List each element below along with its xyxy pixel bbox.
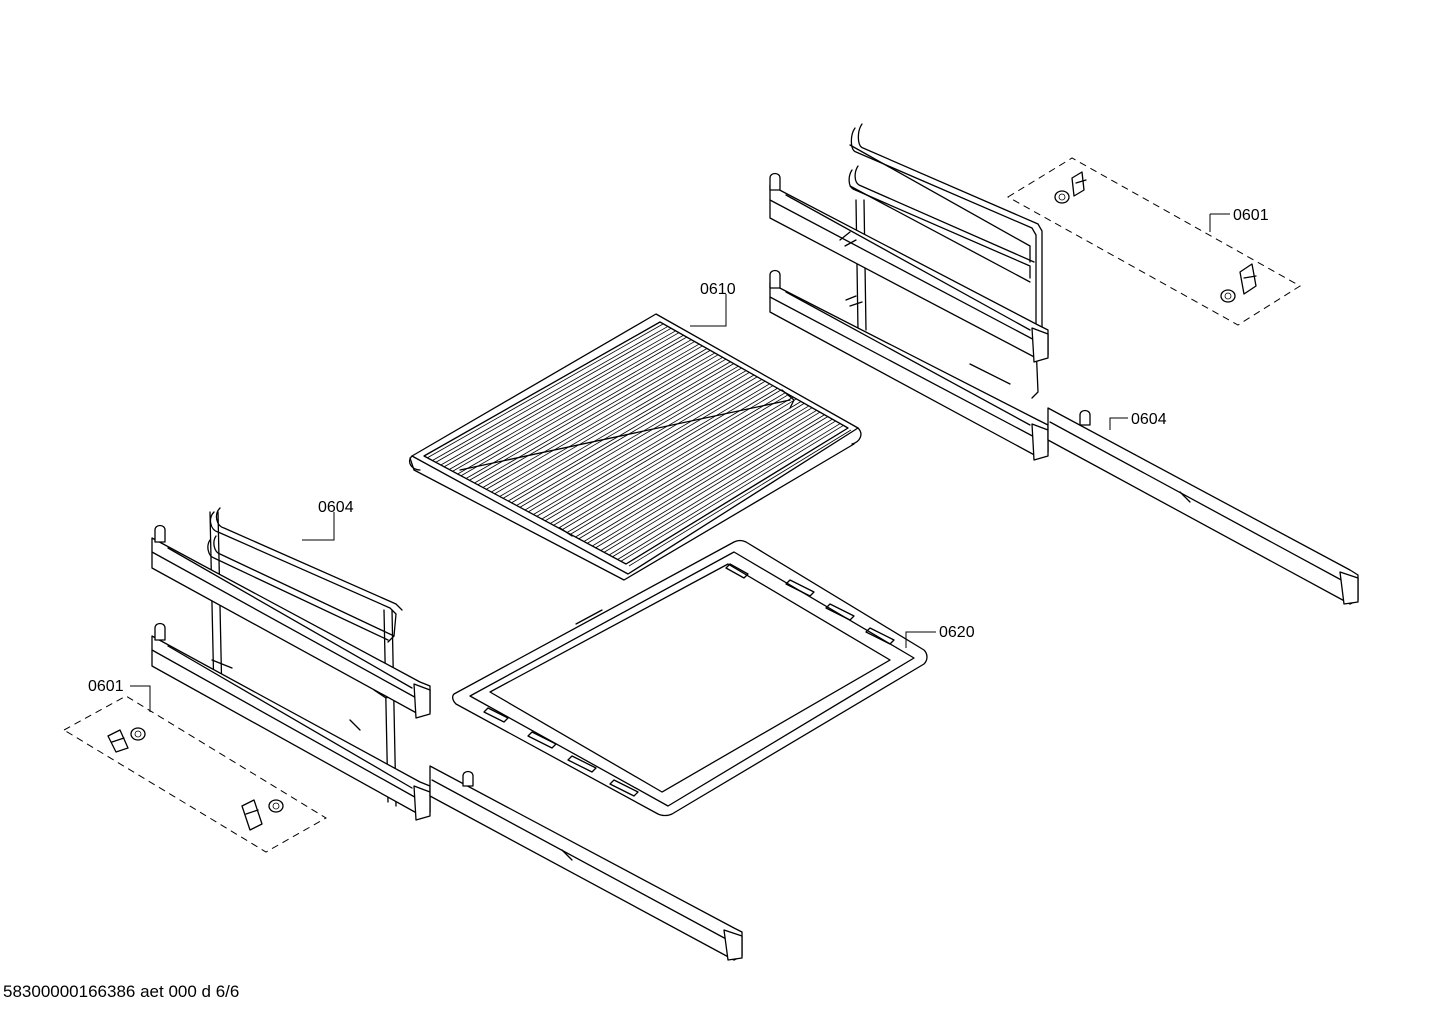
rack-bar <box>491 356 723 493</box>
tray-slot <box>483 707 509 723</box>
rack-bar-shadow <box>536 381 766 517</box>
right-wire-frame <box>848 123 1043 399</box>
rack-bar <box>583 405 810 542</box>
tray-slot <box>785 579 815 597</box>
right-shelf-support-assembly <box>769 123 1359 605</box>
rack-bar-shadow <box>519 372 750 508</box>
rack-bar-shadow <box>595 411 820 549</box>
tray-slots <box>483 563 895 797</box>
rack-bar-shadow <box>435 328 672 463</box>
left-clip-large <box>241 799 284 831</box>
right-clip-large <box>1220 263 1257 303</box>
rack-bar-shadow <box>494 358 726 495</box>
rack-bar <box>575 401 802 538</box>
rack-bar <box>524 374 755 511</box>
callouts: 0601 0604 0610 0604 0620 0601 <box>88 207 1269 712</box>
rack-bar-shadow <box>611 420 836 558</box>
rack-bar <box>600 414 825 551</box>
rack-bar-shadow <box>578 403 805 540</box>
label-right-clip-set: 0601 <box>1233 207 1269 224</box>
tray-slot <box>609 779 639 797</box>
left-upper-rail <box>151 524 431 719</box>
rack-bar <box>507 365 739 502</box>
rack-bar <box>482 352 716 488</box>
rack-bar-shadow <box>544 385 773 522</box>
tray-slot <box>865 627 895 645</box>
rack-bar <box>558 392 786 529</box>
rack-bar <box>474 348 708 484</box>
left-shelf-support-assembly <box>151 507 743 961</box>
rack-bar <box>457 339 692 475</box>
rack-bar <box>550 387 778 524</box>
rack-bar <box>449 334 684 470</box>
label-right-rail: 0604 <box>1131 411 1167 428</box>
baking-tray <box>452 539 928 817</box>
label-baking-tray: 0620 <box>939 624 975 641</box>
right-clip-small <box>1054 171 1087 204</box>
rack-bar <box>566 396 794 533</box>
right-lower-rail <box>769 269 1049 461</box>
label-left-clip-set: 0601 <box>88 678 124 695</box>
label-left-rail: 0604 <box>318 499 354 516</box>
document-reference: 58300000166386 aet 000 d 6/6 <box>3 982 240 1001</box>
tray-slot <box>725 563 749 579</box>
label-wire-rack: 0610 <box>700 281 736 298</box>
rack-bar-shadow <box>443 332 679 468</box>
rack-bar-shadow <box>586 407 813 544</box>
rack-bar <box>465 343 700 479</box>
wire-rack <box>408 313 862 581</box>
left-lower-rail <box>151 622 431 821</box>
right-clip-set <box>1007 157 1301 326</box>
rack-bar <box>533 379 763 515</box>
rack-bar-shadow <box>452 336 687 472</box>
rack-bar-shadow <box>485 354 719 490</box>
rack-bar-shadow <box>510 367 742 504</box>
rack-bar-shadow <box>628 429 852 567</box>
left-telescopic-runner <box>429 765 743 961</box>
tray-slot <box>567 755 597 773</box>
rack-bar-shadow <box>527 376 758 513</box>
rack-bar-shadow <box>603 416 828 553</box>
rack-bar <box>432 326 669 461</box>
right-upper-rail <box>769 172 1049 363</box>
rack-bar <box>541 383 770 520</box>
rack-bar <box>617 423 841 560</box>
rack-bar-shadow <box>426 323 664 459</box>
rack-bar <box>499 361 731 497</box>
rack-bar <box>625 427 849 565</box>
rack-bar-shadow <box>477 350 711 486</box>
rack-bar-shadow <box>620 425 844 562</box>
right-telescopic-runner <box>1047 407 1359 605</box>
rack-bar <box>592 409 817 547</box>
rack-bar-shadow <box>502 363 734 499</box>
rack-cross-bars <box>423 321 852 567</box>
rack-bar <box>516 370 747 506</box>
left-clip-set <box>62 695 327 853</box>
rack-bar <box>608 418 833 556</box>
rack-bar-shadow <box>468 345 703 481</box>
left-clip-small <box>107 727 146 753</box>
rack-bar-shadow <box>561 394 789 531</box>
rack-bar <box>423 321 661 457</box>
rack-bar-shadow <box>569 398 797 535</box>
rack-bar <box>440 330 676 466</box>
rack-bar-shadow <box>553 389 781 526</box>
rack-bar-shadow <box>460 341 695 477</box>
tray-slot <box>825 603 855 621</box>
tray-slot <box>527 731 557 749</box>
